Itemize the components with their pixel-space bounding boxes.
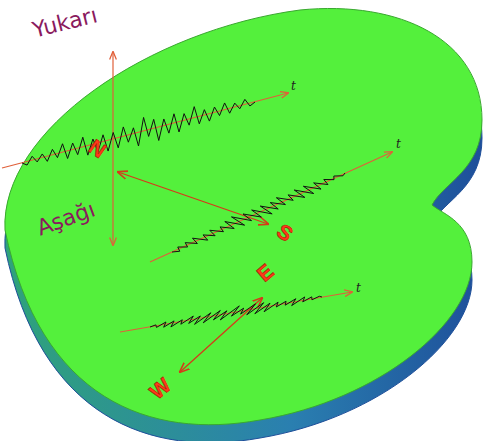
time-axis [150,152,392,262]
seismic-trace [172,173,345,252]
slab-top [5,8,482,424]
time-axis [2,93,288,168]
time-axis [120,292,352,332]
time-label: t [356,282,361,294]
vertical-axis [112,52,113,245]
seismic-trace [22,99,255,165]
we-axis [180,298,262,372]
direction-label: Yukarı [30,4,99,41]
time-label: t [291,80,296,92]
seismic-trace [150,296,322,327]
time-label: t [396,138,401,150]
